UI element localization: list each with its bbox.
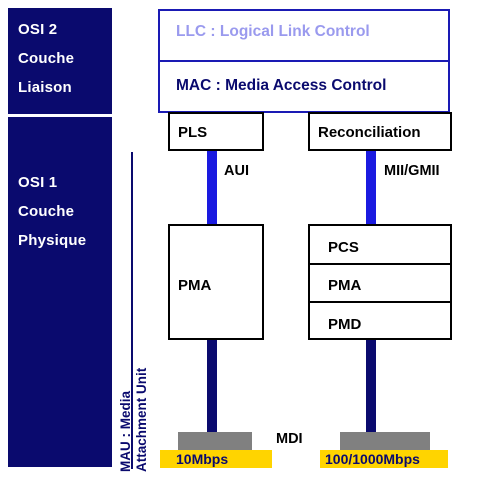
llc-label: LLC : Logical Link Control (176, 23, 370, 40)
aui-label: AUI (224, 163, 249, 179)
mau-rule (131, 152, 133, 469)
mdi-label: MDI (276, 431, 303, 447)
speed-left-badge: 10Mbps (160, 450, 272, 468)
llc-mac-divider (160, 60, 448, 62)
pls-box: PLS (168, 112, 264, 151)
media-link-right (366, 340, 376, 433)
osi1-line1: OSI 1 (18, 174, 58, 191)
pls-label: PLS (178, 124, 208, 141)
mac-label: MAC : Media Access Control (176, 77, 387, 94)
reconciliation-label: Reconciliation (318, 124, 421, 141)
mii-link (366, 151, 376, 225)
pcs-pma-pmd-stack: PCS PMA PMD (308, 224, 452, 340)
osi1-line3: Physique (18, 232, 87, 249)
speed-right-badge: 100/1000Mbps (320, 450, 448, 468)
pmd-label: PMD (328, 316, 362, 333)
speed-left-label: 10Mbps (176, 451, 229, 467)
mau-label: MAU : Media Attachment Unit (118, 368, 150, 472)
pma-right-label: PMA (328, 277, 362, 294)
osi2-line2: Couche (18, 50, 75, 67)
osi1-line2: Couche (18, 203, 75, 220)
osi2-line3: Liaison (18, 79, 72, 96)
osi2-line1: OSI 2 (18, 21, 58, 38)
mau-line2: Attachment Unit (134, 367, 149, 472)
mau-line1: MAU : Media (118, 391, 133, 472)
mdi-connector-right (340, 432, 430, 450)
media-link-left (207, 340, 217, 433)
osi1-label: OSI 1 Couche Physique (18, 168, 86, 255)
osi2-label: OSI 2 Couche Liaison (18, 15, 74, 102)
reconciliation-box: Reconciliation (308, 112, 452, 151)
pma-pmd-divider (310, 301, 450, 303)
pcs-label: PCS (328, 239, 359, 256)
pma-left-box: PMA (168, 224, 264, 340)
speed-right-label: 100/1000Mbps (325, 451, 420, 467)
pma-left-label: PMA (178, 277, 212, 294)
aui-link (207, 151, 217, 225)
osi1-block: OSI 1 Couche Physique (8, 117, 112, 467)
pcs-pma-divider (310, 263, 450, 265)
osi2-block: OSI 2 Couche Liaison (8, 8, 112, 114)
mdi-connector-left (178, 432, 252, 450)
mii-label: MII/GMII (384, 163, 440, 179)
